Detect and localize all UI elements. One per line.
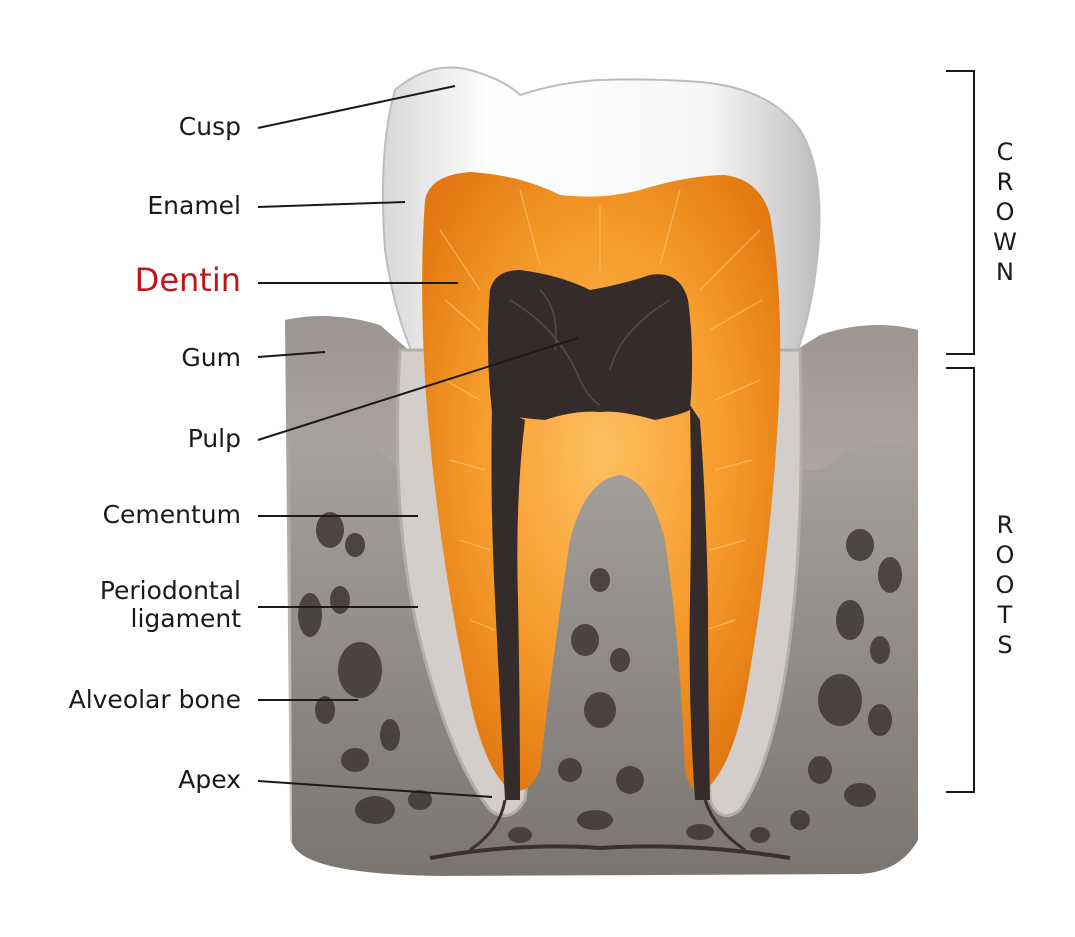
dentin-texture: [439, 189, 763, 631]
roots-letter: S: [997, 631, 1013, 659]
crown-letter: W: [993, 228, 1017, 256]
leader-pulp: [257, 337, 579, 441]
bone-pores: [298, 512, 902, 843]
label-periodontal-ligament: Periodontal ligament: [100, 577, 241, 633]
label-pulp: Pulp: [187, 424, 241, 453]
roots-letter: R: [996, 511, 1014, 539]
leader-enamel: [257, 201, 406, 208]
section-crown: C R O W N: [990, 137, 1020, 287]
label-apex: Apex: [178, 765, 241, 794]
roots-letter: O: [995, 541, 1015, 569]
crown-letter: R: [996, 168, 1014, 196]
section-brackets: [946, 70, 975, 793]
label-periodontal-line2: ligament: [130, 604, 241, 633]
leader-gum: [257, 351, 326, 358]
label-enamel: Enamel: [147, 191, 241, 220]
roots-bracket: [946, 367, 975, 793]
crown-letter: N: [996, 258, 1014, 286]
crown-letter: C: [996, 138, 1014, 166]
root-canal-right: [689, 405, 710, 800]
leader-cusp: [257, 85, 456, 129]
leader-lines: [257, 85, 579, 798]
pulp-chamber: [487, 270, 693, 420]
roots-letter: T: [997, 601, 1013, 629]
section-roots: R O O T S: [990, 510, 1020, 660]
label-alveolar-bone: Alveolar bone: [68, 685, 241, 714]
label-cementum: Cementum: [102, 500, 241, 529]
label-periodontal-line1: Periodontal: [99, 576, 241, 605]
crown-bracket: [946, 70, 975, 355]
apex-vessels: [429, 844, 791, 860]
label-gum: Gum: [181, 343, 241, 372]
label-cusp: Cusp: [178, 112, 241, 141]
leader-apex: [257, 780, 493, 798]
apex-vessel-right: [703, 799, 746, 852]
root-canal-left: [491, 405, 525, 800]
crown-letter: O: [995, 198, 1015, 226]
roots-letter: O: [995, 571, 1015, 599]
apex-vessel-left: [469, 799, 507, 852]
pulp-vessels: [509, 289, 671, 406]
label-dentin: Dentin: [134, 261, 241, 299]
